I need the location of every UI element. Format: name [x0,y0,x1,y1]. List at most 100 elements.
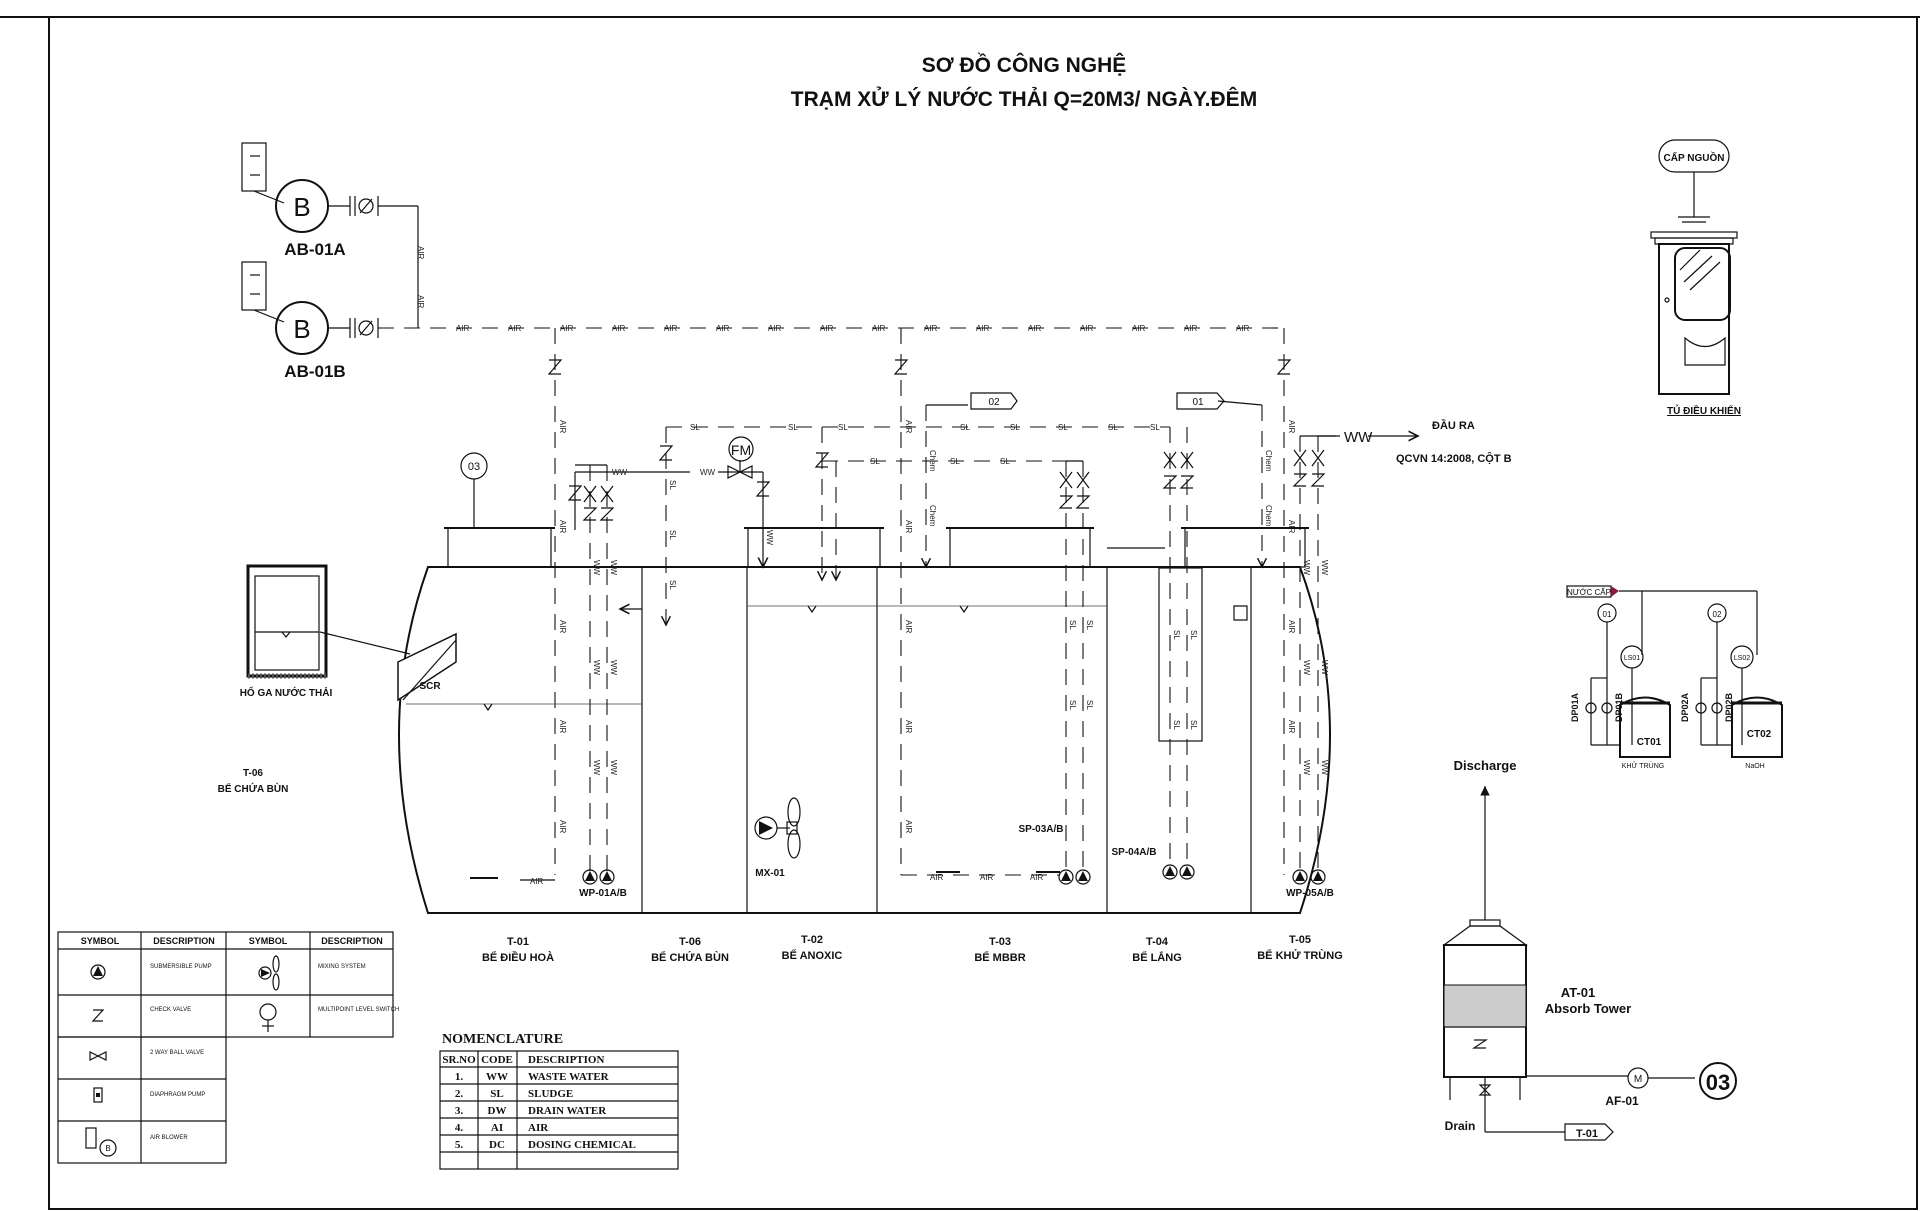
sludge-note-name: BỂ CHỨA BÙN [218,782,289,795]
diagram-subtitle: TRẠM XỬ LÝ NƯỚC THẢI Q=20M3/ NGÀY.ĐÊM [791,87,1257,111]
svg-text:AI: AI [491,1122,503,1134]
svg-text:WW: WW [700,468,716,477]
svg-text:T-01: T-01 [1576,1128,1598,1140]
svg-text:WW: WW [612,468,628,477]
svg-text:Absorb Tower: Absorb Tower [1545,1001,1631,1016]
svg-text:WW: WW [1344,429,1373,446]
svg-text:SL: SL [1189,720,1198,730]
wp01-label: WP-01A/B [579,888,627,899]
svg-text:WW: WW [609,760,618,776]
sp03-label: SP-03A/B [1018,824,1063,835]
main-tank: SCR [397,527,1331,914]
svg-text:AIR: AIR [1184,324,1198,333]
mixer-label: MX-01 [755,868,785,879]
svg-text:WW: WW [486,1071,508,1083]
blower-a-label: AB-01A [284,240,345,259]
svg-text:AIR: AIR [904,820,913,834]
svg-text:02: 02 [988,397,1000,408]
svg-text:DC: DC [489,1139,505,1151]
tank-name: BỂ ĐIỀU HOÀ [482,951,554,964]
svg-text:NaOH: NaOH [1745,763,1764,770]
svg-text:KHỬ TRÙNG: KHỬ TRÙNG [1622,761,1664,770]
tank-code: T-02 [801,934,823,946]
svg-text:4.: 4. [455,1122,464,1134]
svg-text:AIR: AIR [820,324,834,333]
svg-text:WASTE WATER: WASTE WATER [528,1071,610,1083]
nomenclature-table: NOMENCLATURE SR.NO CODE DESCRIPTION 1. W… [439,1032,679,1170]
svg-text:DW: DW [488,1105,507,1117]
svg-text:SL: SL [1000,457,1010,466]
svg-text:AIR: AIR [904,720,913,734]
ball-valve-icon [89,1051,107,1061]
svg-text:AIR: AIR [1287,620,1296,634]
svg-text:AIR: AIR [980,873,994,882]
tank-code: T-05 [1289,934,1311,946]
svg-text:DOSING CHEMICAL: DOSING CHEMICAL [528,1139,636,1151]
sludge-note-code: T-06 [243,768,263,779]
svg-text:WW: WW [609,560,618,576]
svg-text:AIR: AIR [1287,420,1296,434]
svg-text:MULTIPOINT LEVEL SWITCH: MULTIPOINT LEVEL SWITCH [318,1007,399,1013]
diagram-title: SƠ ĐỒ CÔNG NGHỆ [922,53,1127,77]
sludge-header: SL SL SL SL SL SL SL SL SL SL SL SL SL S… [658,423,1198,885]
svg-text:SL: SL [1058,423,1068,432]
svg-text:FM: FM [731,442,751,458]
svg-text:SL: SL [1085,700,1094,710]
svg-text:AIR: AIR [530,877,544,886]
svg-text:AIR: AIR [416,246,425,260]
svg-text:SL: SL [950,457,960,466]
svg-text:WW: WW [592,560,601,576]
svg-text:SYMBOL: SYMBOL [81,936,120,946]
manhole [246,564,411,679]
svg-text:AIR: AIR [930,873,944,882]
svg-text:AIR: AIR [1287,520,1296,534]
svg-text:DP01B: DP01B [1614,692,1624,722]
diaphragm-pump-icon [93,1087,103,1103]
wp05-label: WP-05A/B [1286,888,1334,899]
submersible-pump-icon [90,964,106,980]
svg-text:2.: 2. [455,1088,464,1100]
tank-name: BỂ KHỬ TRÙNG [1257,949,1343,962]
manhole-label: HỐ GA NƯỚC THẢI [240,685,333,699]
svg-text:WW: WW [1302,660,1311,676]
tank-labels: T-01 BỂ ĐIỀU HOÀ T-06 BỂ CHỨA BÙN T-02 B… [482,934,1343,964]
svg-text:M: M [1634,1074,1642,1085]
svg-text:CT01: CT01 [1637,737,1662,748]
svg-text:DIAPHRAGM PUMP: DIAPHRAGM PUMP [150,1092,205,1098]
tank-code: T-06 [679,936,701,948]
mixing-system-icon [258,955,280,991]
svg-text:WW: WW [765,530,774,546]
svg-text:AIR: AIR [558,520,567,534]
svg-text:2 WAY BALL VALVE: 2 WAY BALL VALVE [150,1050,204,1056]
svg-text:01: 01 [1603,610,1612,619]
ref-03-bubble: 03 [460,452,488,528]
svg-text:SL: SL [690,423,700,432]
svg-text:AIR: AIR [528,1122,549,1134]
svg-text:AIR: AIR [558,620,567,634]
svg-text:SL: SL [668,480,677,490]
svg-text:WW: WW [1320,560,1329,576]
outlet-standard: QCVN 14:2008, CỘT B [1396,452,1512,465]
tank-name: BỂ LẮNG [1132,951,1182,964]
svg-text:WW: WW [592,660,601,676]
svg-text:AIR: AIR [904,620,913,634]
svg-text:AIR BLOWER: AIR BLOWER [150,1135,188,1141]
svg-text:SL: SL [838,423,848,432]
svg-text:SL: SL [1108,423,1118,432]
svg-text:SLUDGE: SLUDGE [528,1088,573,1100]
svg-text:AT-01: AT-01 [1561,985,1595,1000]
svg-text:AIR: AIR [416,295,425,309]
svg-text:AIR: AIR [1030,873,1044,882]
svg-text:AIR: AIR [612,324,626,333]
svg-text:SL: SL [1010,423,1020,432]
absorb-tower: Discharge T-01 Drain M 03 AT-01 Absorb T… [1442,758,1737,1141]
svg-text:SL: SL [668,530,677,540]
svg-text:CẤP NGUỒN: CẤP NGUỒN [1664,151,1725,164]
svg-text:03: 03 [468,461,480,473]
dosing-system: NƯỚC CẤP 01 02 LS01 LS02 CT01 CT02 KHỬ T… [1566,585,1783,770]
svg-text:SL: SL [960,423,970,432]
svg-text:Chem: Chem [1264,450,1273,472]
svg-text:AIR: AIR [924,324,938,333]
outlet-label: ĐẦU RA [1432,419,1475,432]
